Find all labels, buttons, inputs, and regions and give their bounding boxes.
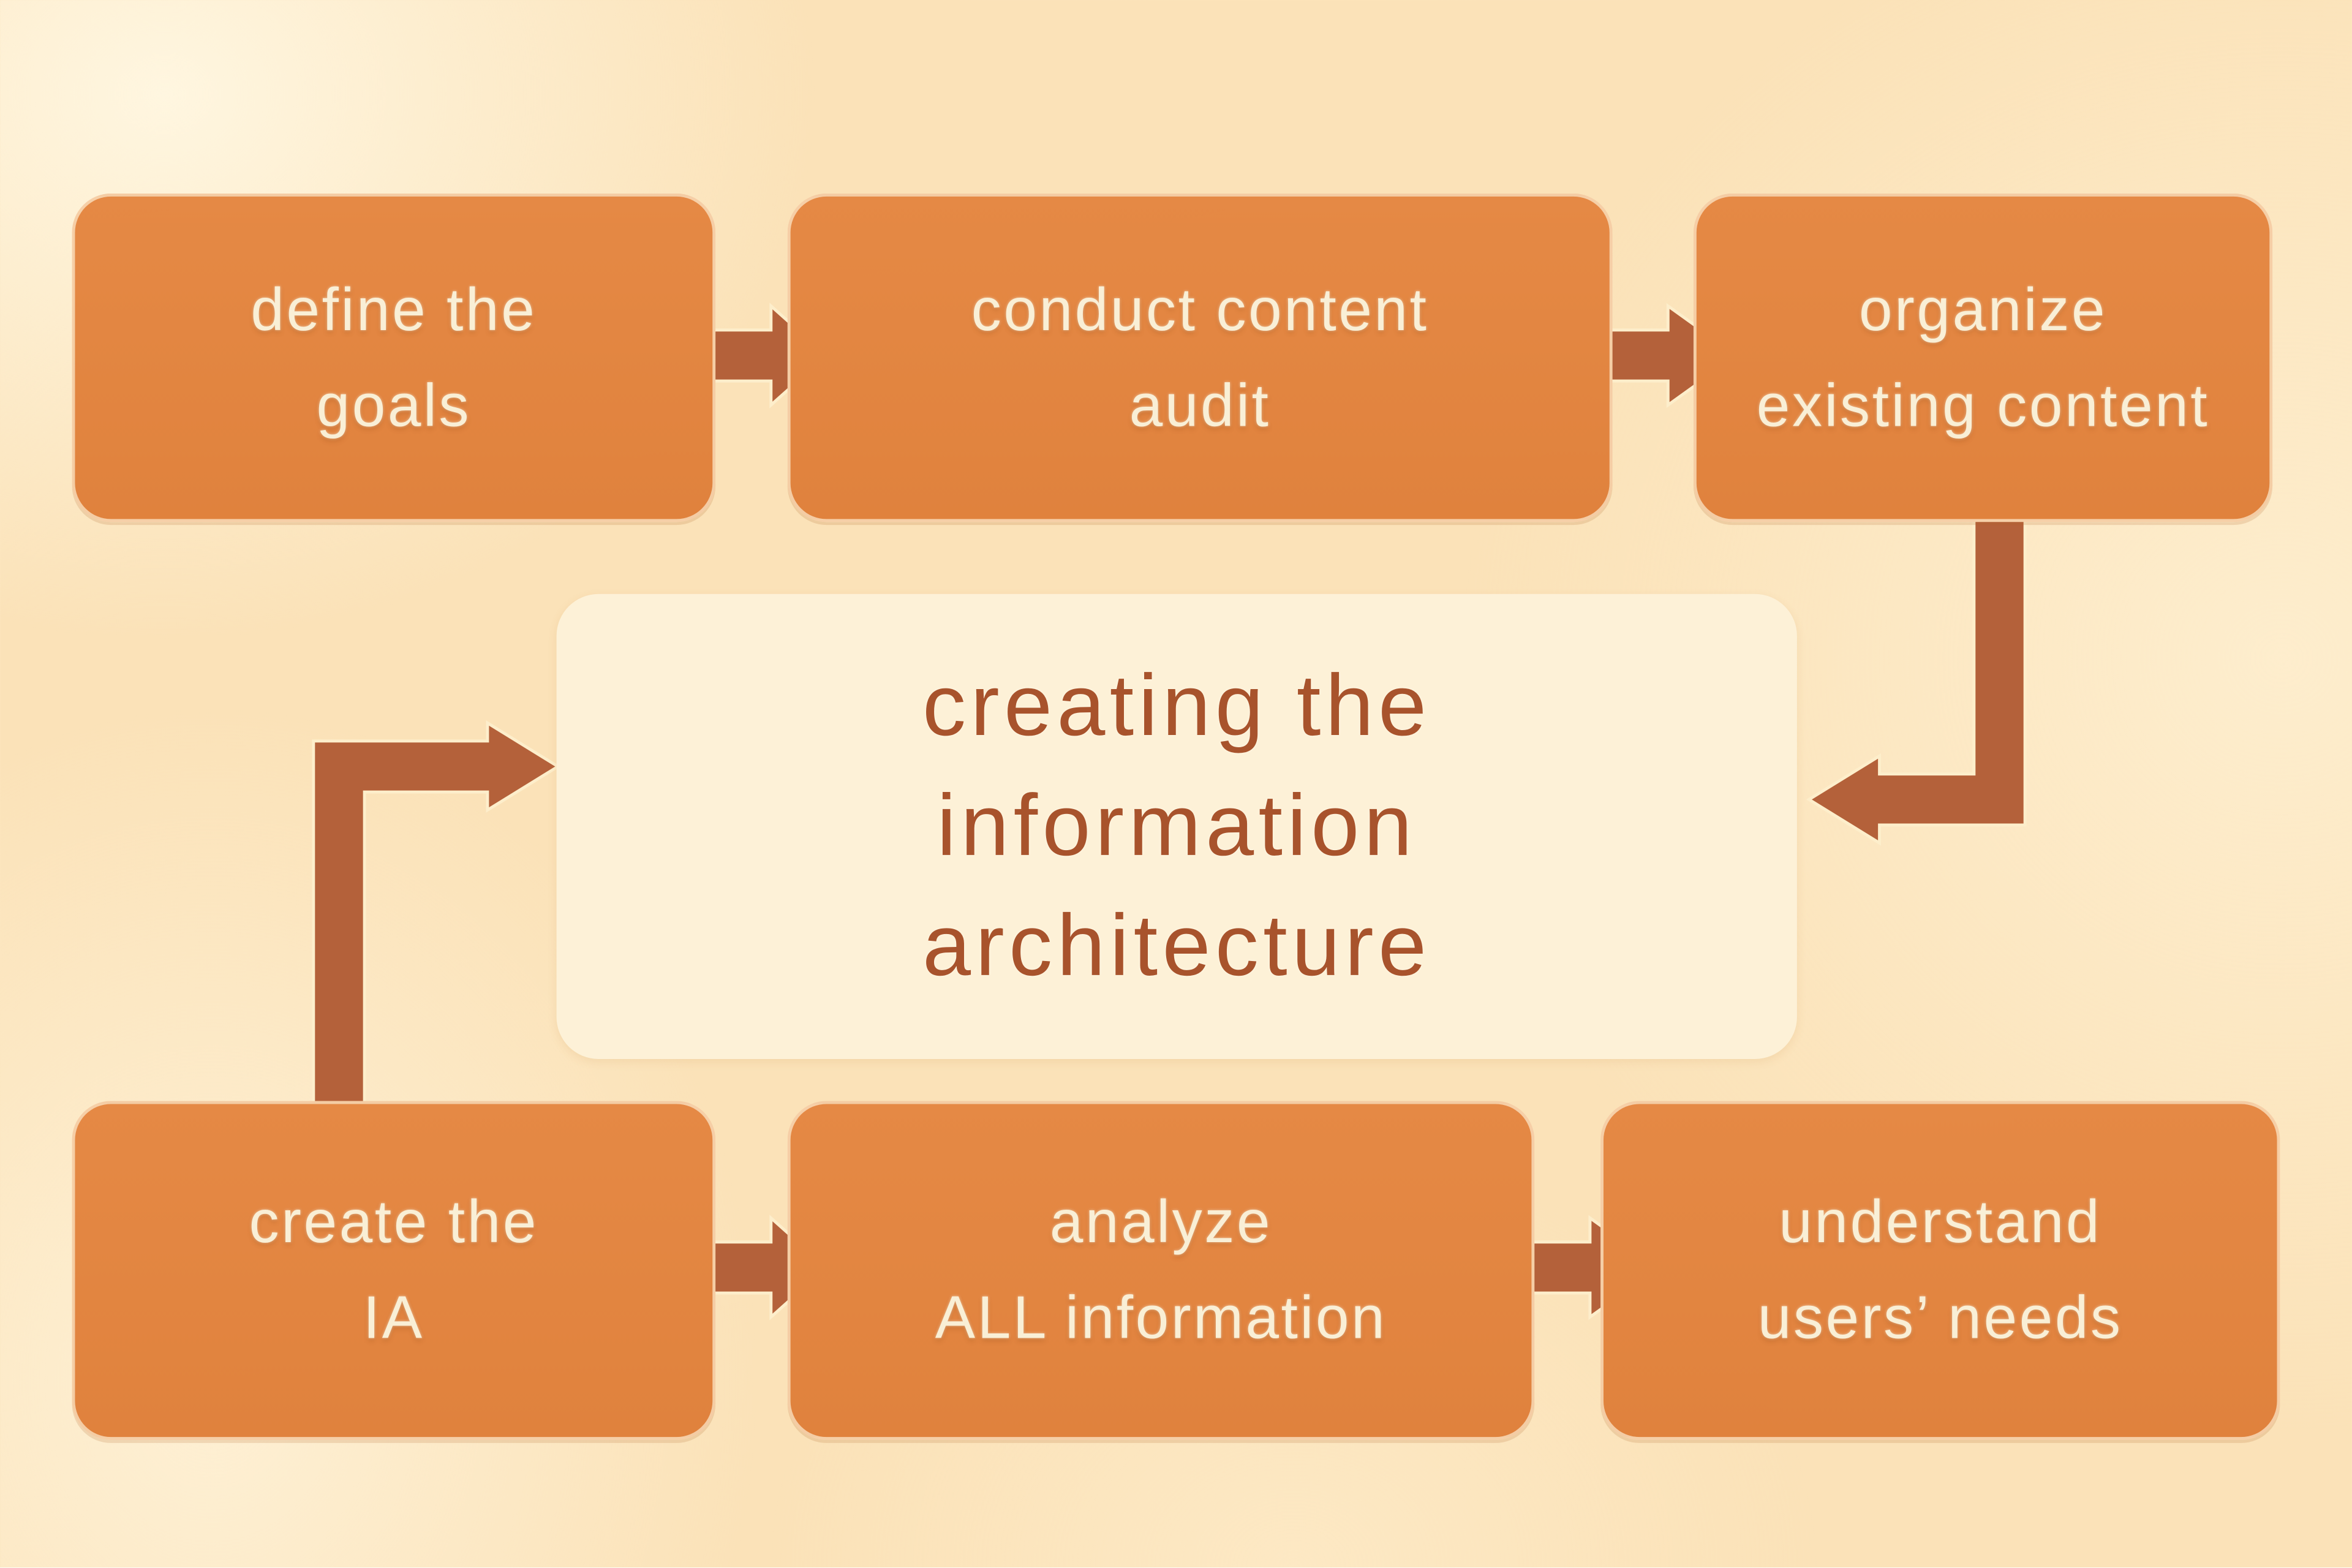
step-label-line: define the bbox=[251, 276, 537, 343]
diagram-title-line: architecture bbox=[922, 897, 1431, 995]
flow-center-title-box: creating the information architecture bbox=[556, 594, 1797, 1059]
step-label-line: audit bbox=[1129, 372, 1271, 439]
flow-step-analyze-all-information: analyze ALL information bbox=[787, 1101, 1535, 1441]
step-label-line: ALL information bbox=[935, 1285, 1387, 1352]
step-label-line: goals bbox=[316, 372, 472, 439]
step-label-line: create the bbox=[249, 1189, 539, 1256]
elbow-arrow-down-left-icon bbox=[1806, 511, 2027, 846]
step-label-line: understand bbox=[1779, 1189, 2102, 1256]
elbow-arrow-up-right-icon bbox=[312, 720, 561, 1112]
step-label-line: IA bbox=[363, 1285, 424, 1352]
step-label-line: users’ needs bbox=[1757, 1285, 2123, 1352]
diagram-title-line: information bbox=[937, 777, 1417, 875]
flow-step-define-goals: define the goals bbox=[72, 193, 716, 522]
flow-step-organize-existing-content: organize existing content bbox=[1693, 193, 2273, 522]
step-label-line: existing content bbox=[1756, 372, 2210, 439]
flow-step-create-the-ia: create the IA bbox=[72, 1101, 716, 1441]
step-label-line: organize bbox=[1858, 276, 2108, 343]
step-label-line: analyze bbox=[1049, 1189, 1273, 1256]
step-label-line: conduct content bbox=[971, 276, 1429, 343]
flow-step-conduct-content-audit: conduct content audit bbox=[787, 193, 1613, 522]
diagram-title-line: creating the bbox=[922, 657, 1431, 755]
flow-step-understand-users-needs: understand users’ needs bbox=[1600, 1101, 2280, 1441]
